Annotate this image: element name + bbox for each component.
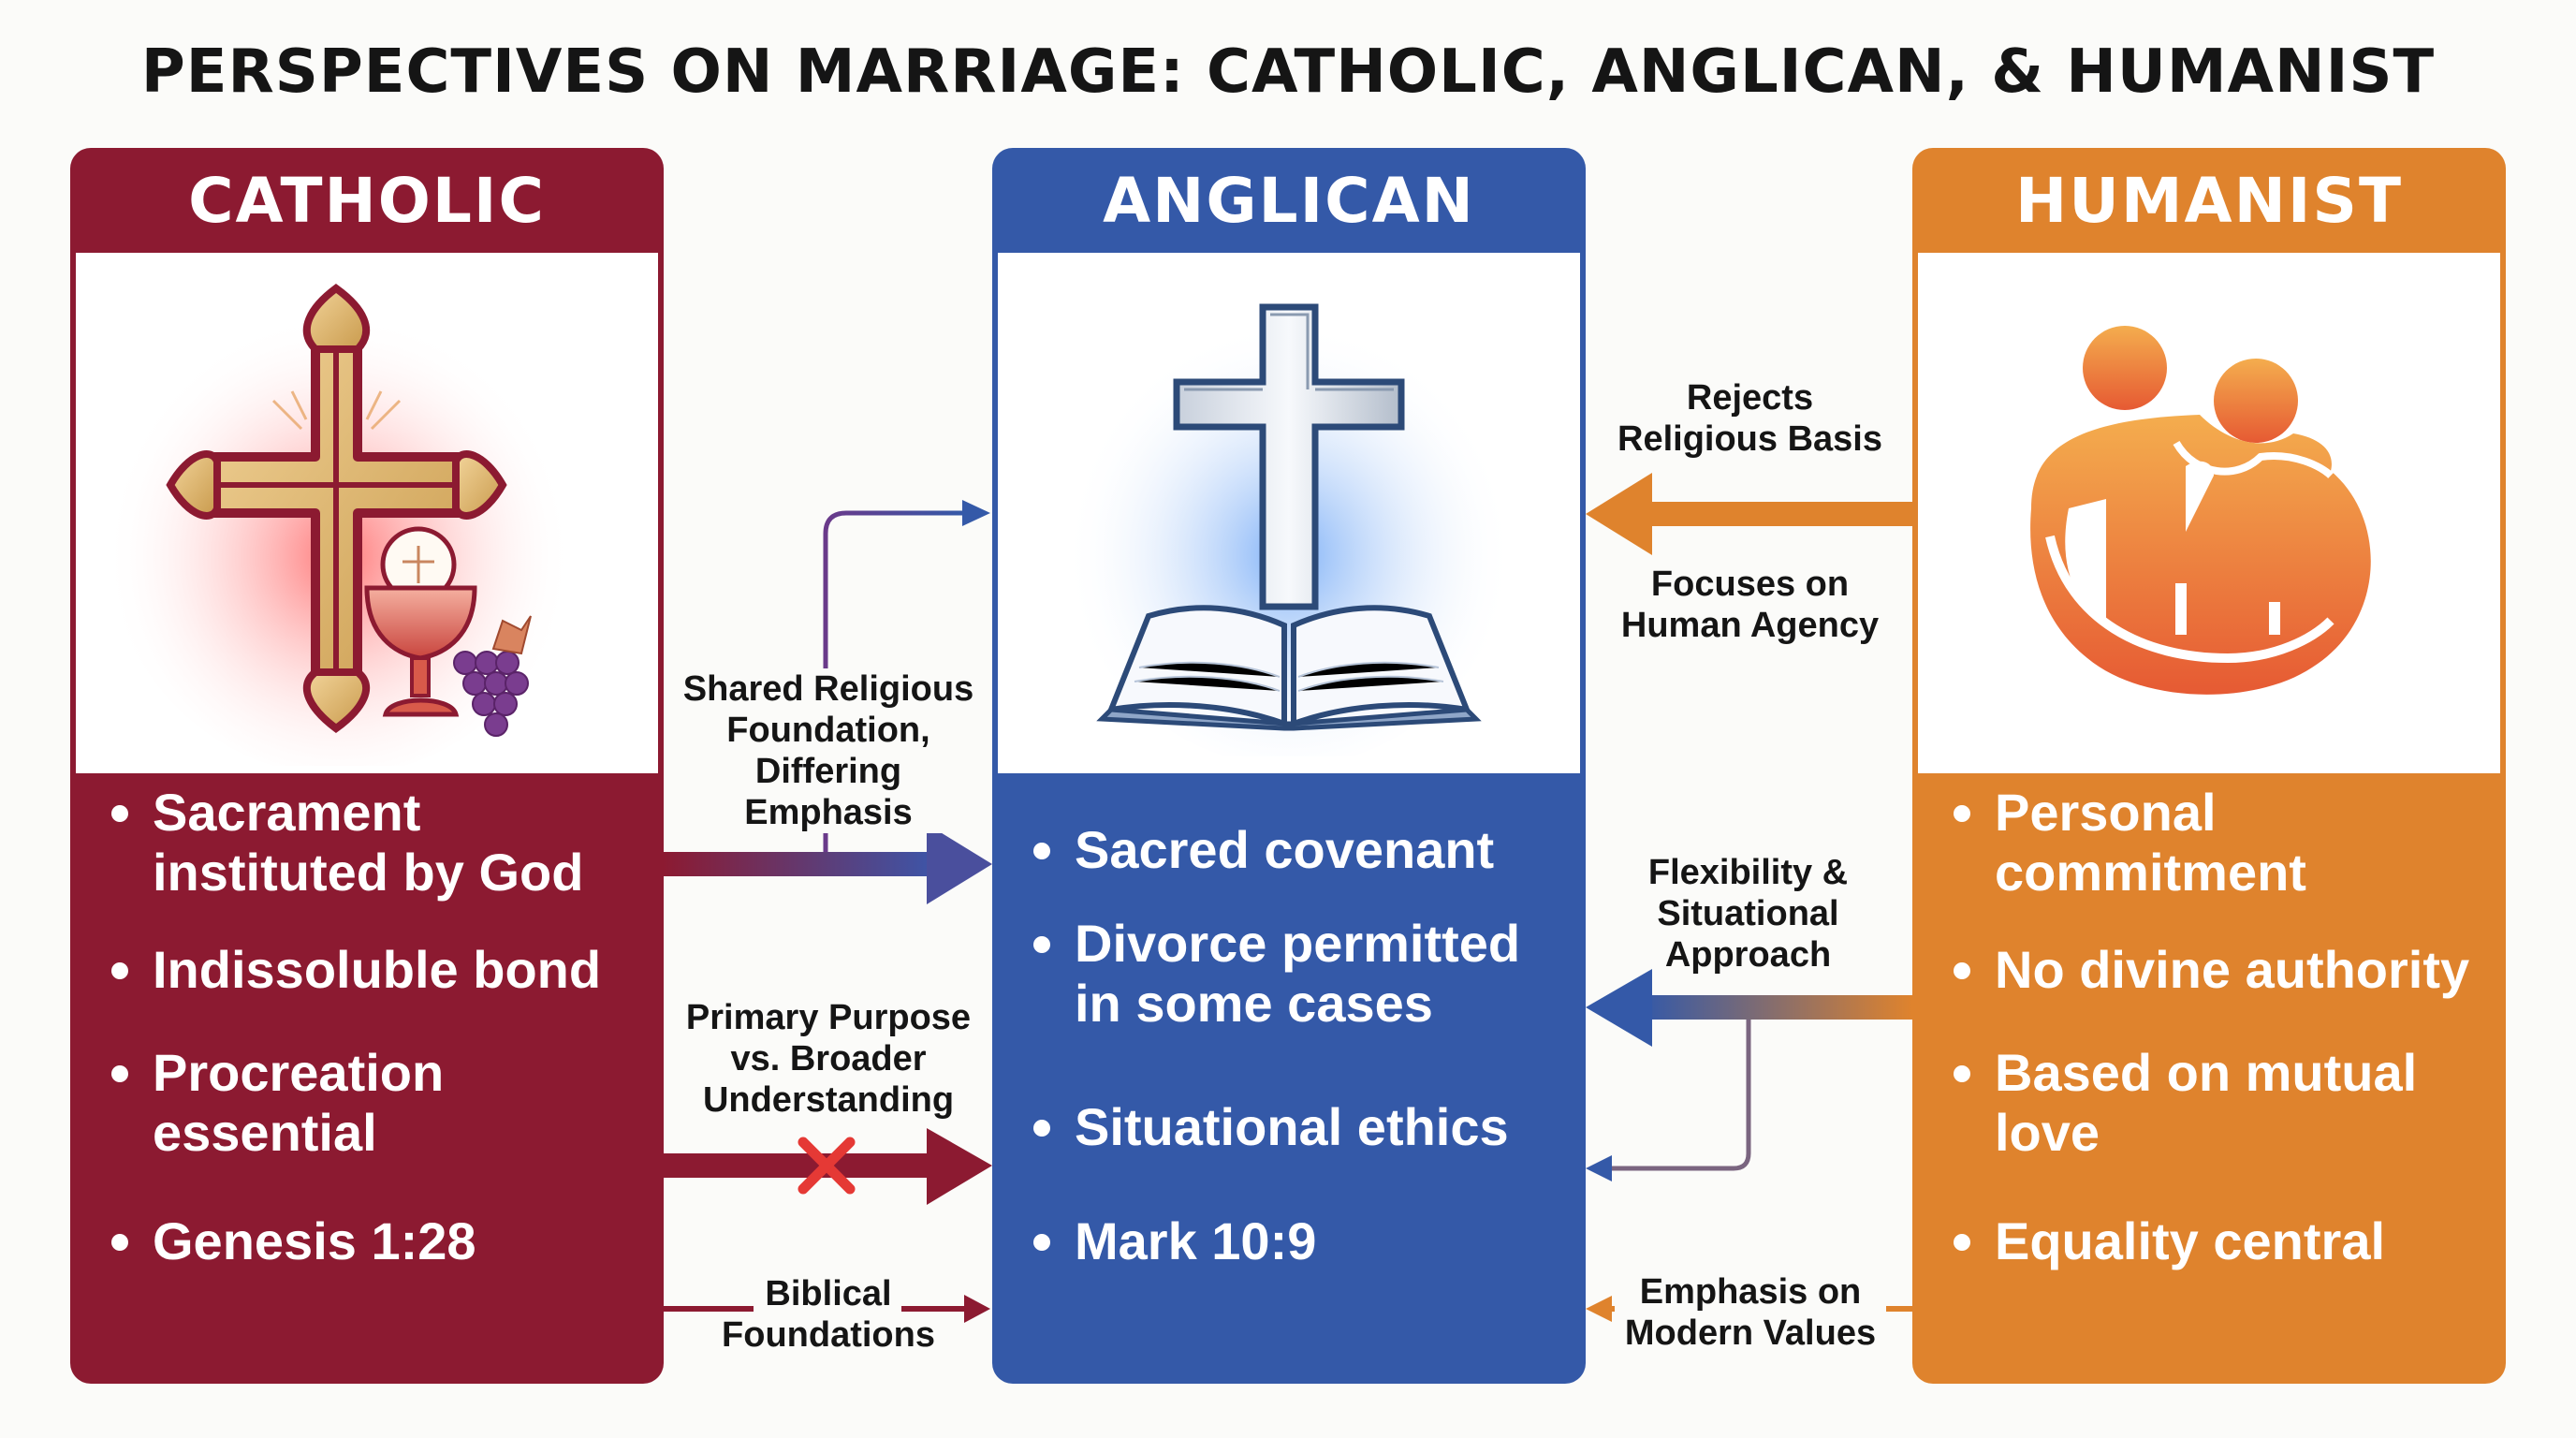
arrow-flexibility: [1586, 969, 1912, 1181]
anglican-panel: ANGLICAN: [992, 148, 1586, 1384]
bullet-dot-icon: [1954, 1234, 1970, 1251]
bullet-dot-icon: [1033, 1234, 1050, 1251]
bullet-dot-icon: [1033, 1120, 1050, 1137]
humanist-heading: HUMANIST: [2015, 164, 2403, 237]
bullet-dot-icon: [111, 805, 128, 822]
label-flexibility: Flexibility & Situational Approach: [1647, 853, 1849, 975]
label-primary-purpose: Primary Purpose vs. Broader Understandin…: [685, 998, 972, 1120]
catholic-bullet-list: Sacrament instituted by God Indissoluble…: [70, 773, 664, 1384]
anglican-bullet: Sacred covenant: [1033, 820, 1567, 880]
cross-over-open-bible-icon: [1064, 298, 1514, 756]
humanist-bullet: Based on mutual love: [1954, 1043, 2487, 1163]
catholic-panel: CATHOLIC: [70, 148, 664, 1384]
humanist-bullet: Personal commitment: [1954, 783, 2487, 902]
catholic-bullet: Procreation essential: [111, 1043, 645, 1163]
label-biblical-foundations: Biblical Foundations: [722, 1274, 935, 1355]
label-shared-foundation: Shared Religious Foundation, Differing E…: [666, 668, 990, 833]
catholic-image: [76, 253, 658, 773]
label-human-agency: Focuses on Human Agency: [1620, 565, 1880, 645]
bullet-dot-icon: [1033, 843, 1050, 859]
ornate-cross-with-chalice-and-grapes-icon: [105, 284, 573, 766]
arrow-primary-purpose: [663, 1128, 992, 1205]
anglican-bullet-list: Sacred covenant Divorce permitted in som…: [992, 773, 1586, 1384]
red-x-icon: [798, 1137, 856, 1195]
anglican-bullet: Situational ethics: [1033, 1097, 1567, 1157]
bullet-dot-icon: [1033, 936, 1050, 953]
anglican-bullet: Mark 10:9: [1033, 1211, 1567, 1271]
bullet-dot-icon: [111, 1234, 128, 1251]
catholic-bullet: Sacrament instituted by God: [111, 783, 645, 902]
anglican-bullet: Divorce permitted in some cases: [1033, 914, 1567, 1034]
bullet-dot-icon: [111, 962, 128, 979]
catholic-bullet: Genesis 1:28: [111, 1211, 645, 1271]
label-modern-values: Emphasis on Modern Values: [1615, 1271, 1886, 1354]
bullet-dot-icon: [1954, 1065, 1970, 1082]
label-rejects-religious-basis: Rejects Religious Basis: [1617, 378, 1882, 459]
arrow-rejects-religious-basis: [1586, 473, 1912, 555]
page-title: PERSPECTIVES ON MARRIAGE: CATHOLIC, ANGL…: [140, 37, 2436, 107]
humanist-image: [1918, 253, 2500, 773]
humanist-bullet: Equality central: [1954, 1211, 2487, 1271]
two-people-embrace-icon: [2030, 326, 2371, 695]
humanist-bullet: No divine authority: [1954, 940, 2487, 1000]
humanist-panel: HUMANIST Personal commitment No divine a…: [1912, 148, 2506, 1384]
catholic-heading: CATHOLIC: [188, 164, 546, 237]
bullet-dot-icon: [1954, 962, 1970, 979]
catholic-bullet: Indissoluble bond: [111, 940, 645, 1000]
anglican-heading: ANGLICAN: [1103, 164, 1475, 237]
bullet-dot-icon: [1954, 805, 1970, 822]
anglican-image: [998, 253, 1580, 773]
humanist-bullet-list: Personal commitment No divine authority …: [1912, 773, 2506, 1384]
bullet-dot-icon: [111, 1065, 128, 1082]
